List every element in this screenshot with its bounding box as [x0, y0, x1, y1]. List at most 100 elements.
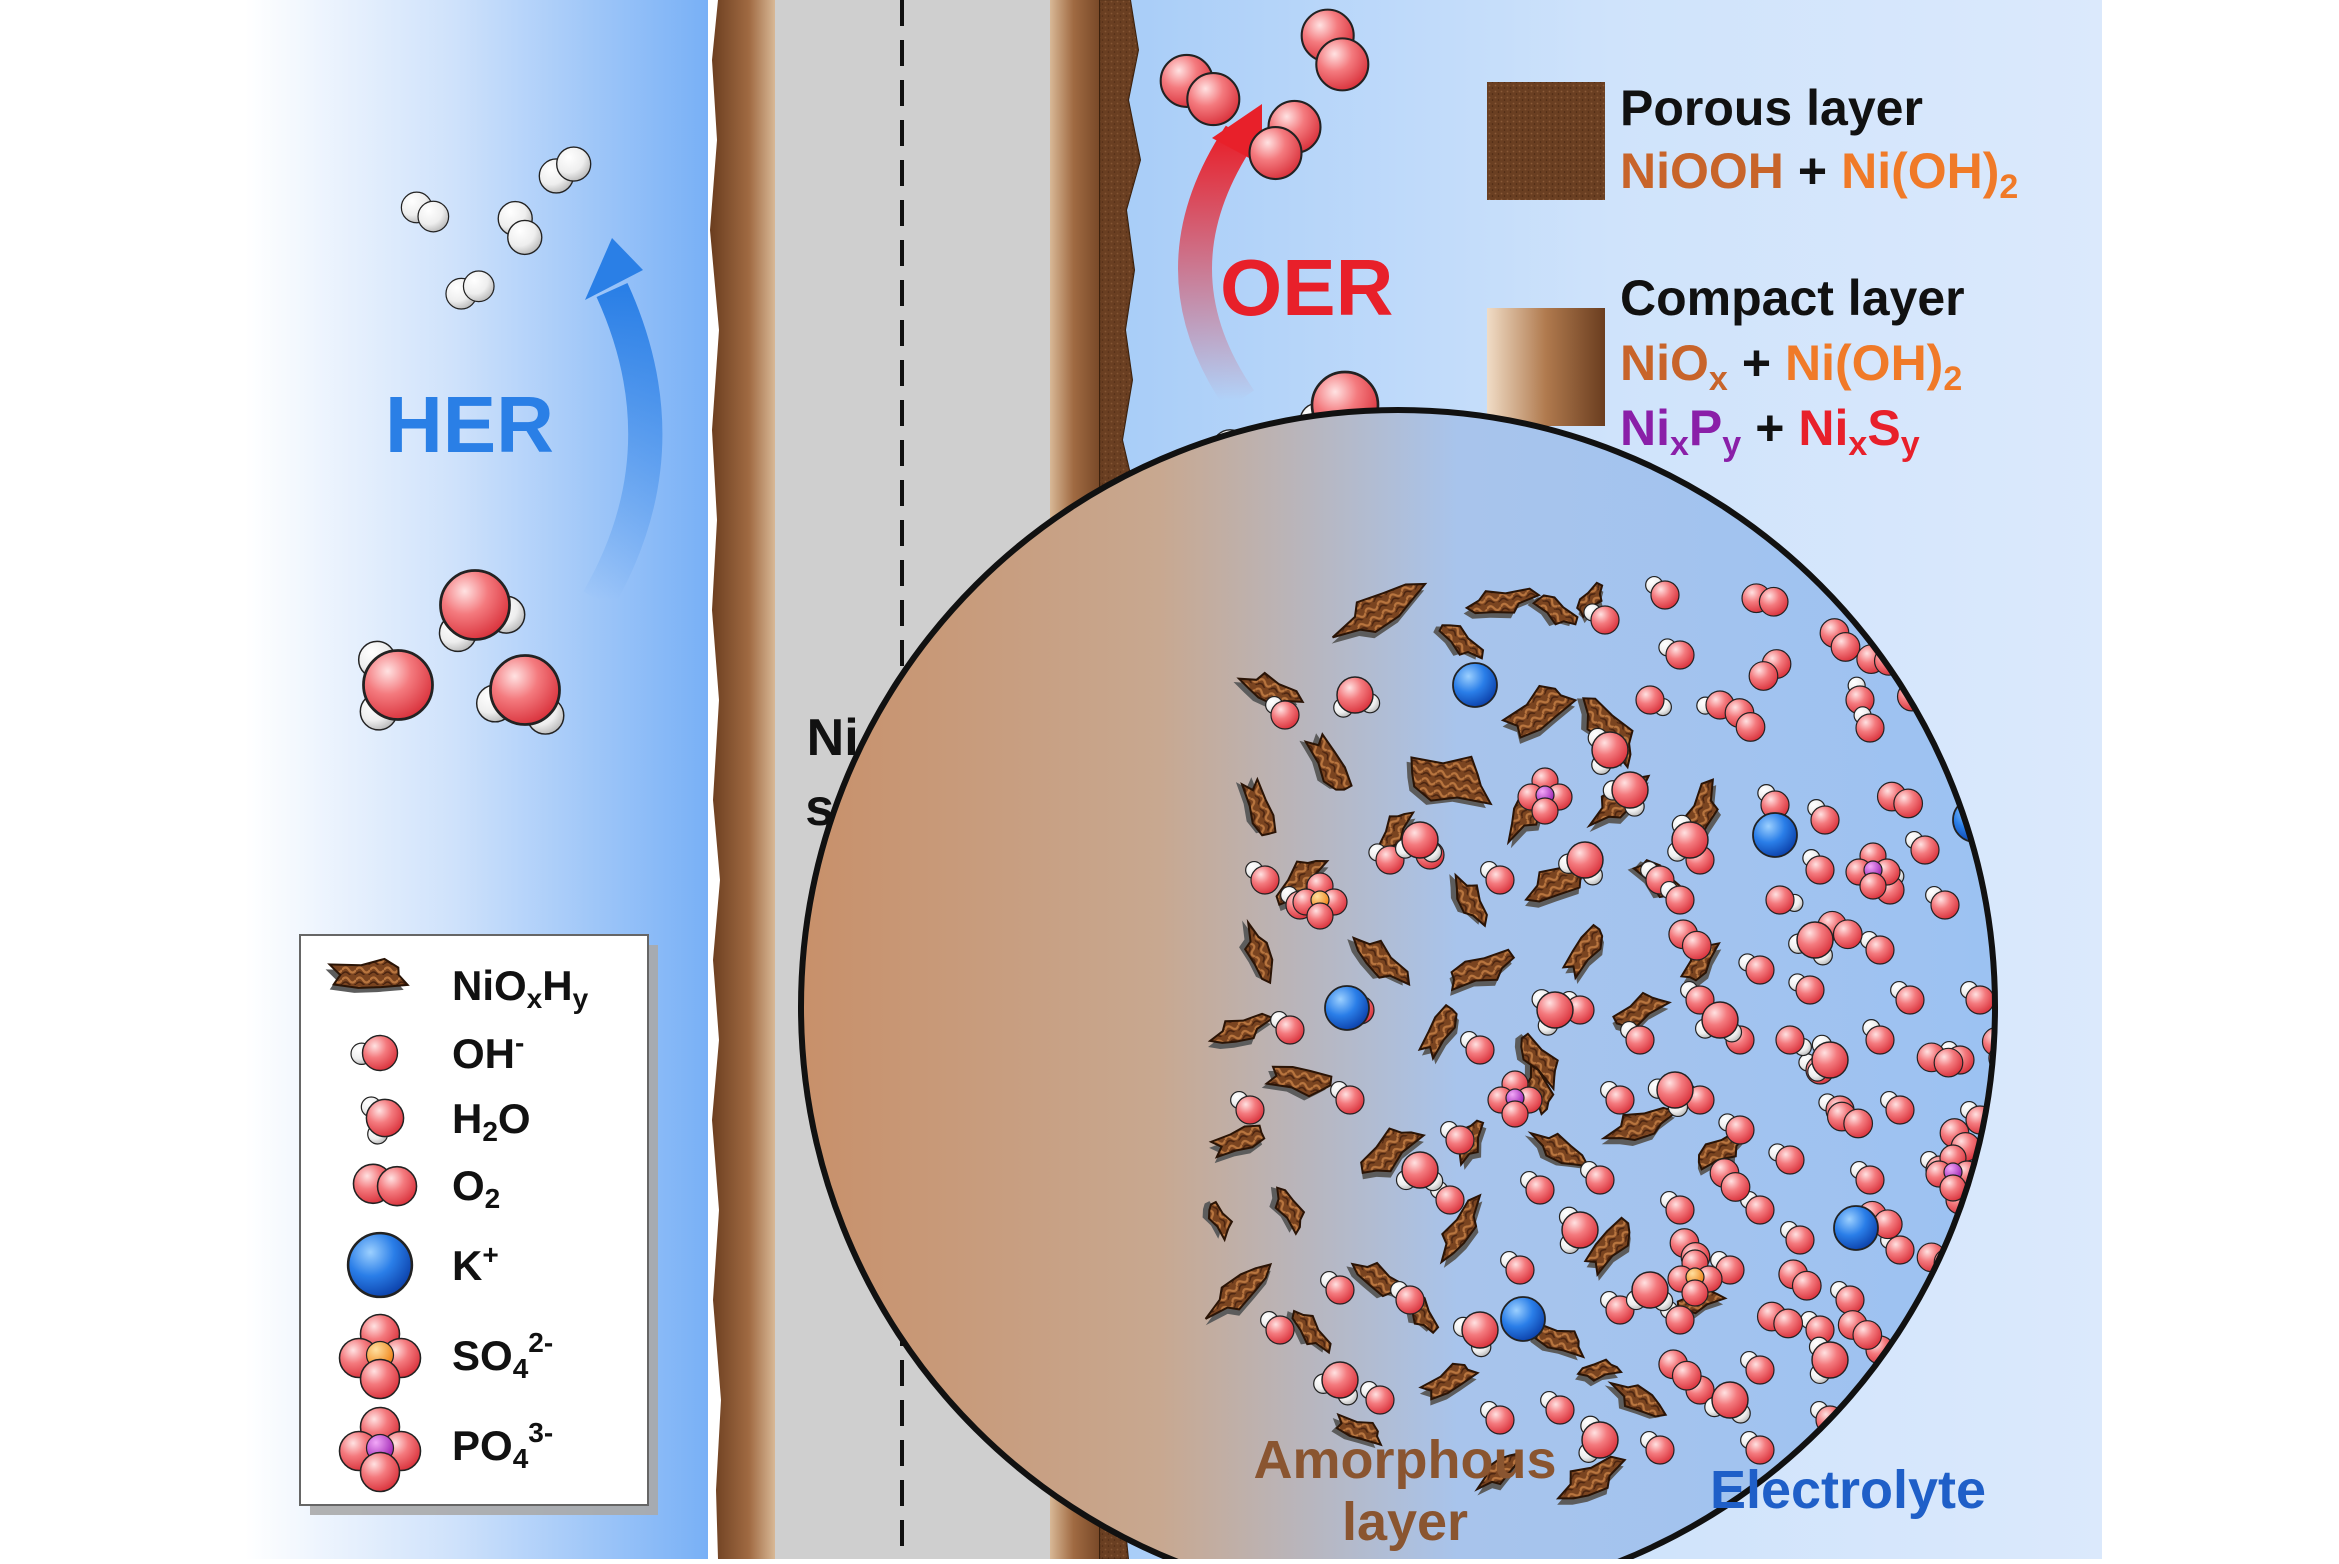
- water-molecule: [1808, 1336, 1849, 1385]
- niox-flake: [1235, 776, 1277, 837]
- hydroxide-ion: [1853, 706, 1885, 743]
- hydroxide-ion: [1925, 885, 1960, 920]
- hydroxide-ion: [1500, 1250, 1535, 1285]
- niox-flake: [1286, 1309, 1332, 1355]
- water-molecule: [1333, 676, 1381, 718]
- hydroxide-ion: [1960, 980, 1995, 1015]
- potassium-ion: [1752, 812, 1798, 858]
- potassium-ion: [346, 1231, 414, 1299]
- niox-flake: [1530, 1321, 1586, 1361]
- compact-plus-1: +: [1742, 335, 1771, 391]
- hydroxide-ion: [1802, 849, 1835, 885]
- hydroxide-ion: [1830, 1280, 1865, 1315]
- legend-h2o-label: H2O: [452, 1095, 531, 1147]
- oxygen-molecule: [1876, 781, 1924, 819]
- legend-icons: [325, 957, 422, 1493]
- niox-flake: [1202, 1200, 1234, 1243]
- hydroxide-ion: [1360, 1380, 1395, 1415]
- water-molecule: [1647, 1071, 1694, 1118]
- hydrogen-molecule: [538, 146, 592, 194]
- nioh2-sub: 2: [1999, 168, 2018, 206]
- hydroxide-ion: [1460, 1030, 1495, 1065]
- legend-h2o-h: H: [452, 1095, 482, 1142]
- compact-layer-swatch: [1487, 308, 1605, 426]
- compact-layer-formula-1: NiOx+Ni(OH)2: [1620, 335, 1962, 398]
- water-molecule: [1558, 1206, 1599, 1255]
- oxygen-molecule: [1837, 1310, 1883, 1350]
- legend-oh-base: OH: [452, 1030, 515, 1077]
- hydroxide-ion: [1845, 676, 1875, 715]
- hydroxide-ion: [1583, 603, 1620, 635]
- niox-flake: [1463, 587, 1541, 619]
- hydroxide-ion: [1368, 843, 1405, 875]
- oxygen-molecule: [1748, 649, 1792, 691]
- nixsy-sub-x: x: [1848, 425, 1867, 463]
- oxygen-molecule: [1756, 1301, 1804, 1339]
- niox-flake: [1600, 1106, 1680, 1147]
- niox-flake: [1433, 624, 1485, 660]
- nixpy-p: P: [1689, 400, 1722, 456]
- oxygen-molecule: [1819, 618, 1861, 662]
- hydroxide-ion: [1245, 860, 1280, 895]
- her-arrow-head: [585, 238, 643, 300]
- niox-flake: [1449, 872, 1488, 928]
- niox-flake: [1583, 1216, 1631, 1281]
- niox-text: NiO: [1620, 335, 1709, 391]
- legend-h2o-sub: 2: [482, 1116, 498, 1147]
- niox-flake: [1524, 1131, 1590, 1169]
- legend-niox-sub-y: y: [573, 983, 589, 1014]
- oer-label: OER: [1220, 243, 1393, 332]
- hydrogen-molecule: [497, 200, 543, 256]
- water-molecule: [1704, 1381, 1751, 1424]
- potassium-ion: [1324, 985, 1370, 1031]
- water-molecule: [1394, 821, 1443, 863]
- compact-nioh2-sub: 2: [1943, 360, 1962, 398]
- electrolyte-label: Electrolyte: [1710, 1460, 1986, 1520]
- hydroxide-ion: [1738, 953, 1775, 985]
- legend-k-sup: +: [482, 1239, 498, 1270]
- niox-flake: [1347, 936, 1411, 987]
- legend-po4-sup: 3-: [528, 1417, 553, 1448]
- legend-so4-sub: 4: [513, 1353, 529, 1384]
- hydroxide-ion: [1850, 1160, 1885, 1195]
- oxygen-molecule: [1159, 53, 1241, 127]
- oer-arrow-shaft: [1178, 125, 1255, 410]
- water-molecule: [1578, 1415, 1619, 1463]
- hydroxide-ion: [1260, 1310, 1295, 1345]
- legend-box: [299, 934, 649, 1506]
- hydroxide-ion: [1765, 885, 1804, 915]
- water-molecule: [1602, 771, 1649, 817]
- legend-h2o-o: O: [498, 1095, 531, 1142]
- water-molecule: [357, 640, 434, 731]
- hydroxide-ion: [1740, 1430, 1775, 1465]
- water-molecule: [1587, 727, 1629, 775]
- porous-plus: +: [1798, 143, 1827, 199]
- hydroxide-ion: [1580, 1160, 1615, 1195]
- hydroxide-ion: [1330, 1080, 1365, 1115]
- phosphate-ion: [1487, 1070, 1543, 1128]
- niox-flake: [1207, 1012, 1276, 1049]
- phosphate-ion: [1845, 842, 1901, 900]
- niox-flake: [1331, 582, 1428, 644]
- niox-flake: [1360, 1127, 1426, 1180]
- hydroxide-ion: [1480, 1400, 1515, 1435]
- water-molecule: [1667, 814, 1709, 862]
- hydroxide-ion: [1480, 860, 1515, 895]
- hydroxide-ion: [1780, 1220, 1815, 1255]
- oxygen-molecule: [352, 1163, 418, 1207]
- legend-so4-label: SO42-: [452, 1327, 553, 1384]
- hydroxide-ion: [1600, 1080, 1635, 1115]
- legend-po4-sub: 4: [513, 1443, 529, 1474]
- hydroxide-ion: [1740, 1350, 1775, 1385]
- hydroxide-ion: [1757, 784, 1790, 820]
- oxygen-molecule: [1300, 8, 1370, 92]
- niox-flake: [1474, 1451, 1522, 1496]
- water-molecule: [1625, 1271, 1674, 1312]
- oxygen-molecule: [1741, 583, 1789, 617]
- legend-o2-label: O2: [452, 1162, 500, 1214]
- amorphous-label-line1: Amorphous: [1254, 1430, 1557, 1490]
- hydroxide-ion: [1860, 930, 1895, 965]
- oxygen-molecule: [1916, 1042, 1964, 1078]
- amorphous-label-line2: layer: [1342, 1492, 1468, 1552]
- oxygen-molecule: [1658, 1349, 1702, 1391]
